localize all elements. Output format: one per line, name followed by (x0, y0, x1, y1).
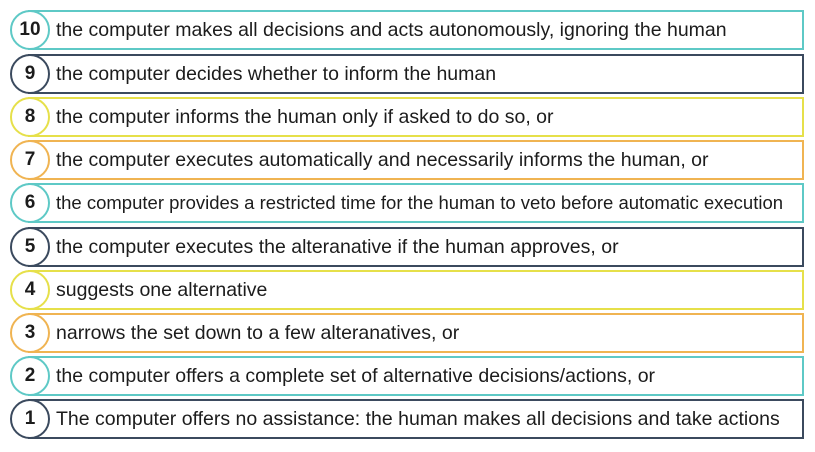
level-number-badge: 7 (10, 140, 50, 180)
level-text: the computer provides a restricted time … (56, 192, 784, 213)
level-bar (28, 313, 804, 353)
level-text: narrows the set down to a few alteranati… (56, 321, 460, 344)
level-row-7: the computer executes automatically and … (10, 140, 804, 180)
level-text: the computer makes all decisions and act… (56, 18, 727, 41)
level-text: the computer executes the alteranative i… (56, 235, 619, 258)
level-number-badge: 3 (10, 313, 50, 353)
level-number-badge: 9 (10, 54, 50, 94)
level-number-badge: 1 (10, 399, 50, 439)
level-row-5: the computer executes the alteranative i… (10, 227, 804, 267)
level-text: The computer offers no assistance: the h… (56, 407, 780, 430)
level-bar (28, 140, 804, 180)
level-row-9: the computer decides whether to inform t… (10, 54, 804, 94)
level-text: the computer informs the human only if a… (56, 105, 554, 128)
level-text: suggests one alternative (56, 278, 268, 301)
level-number-badge: 6 (10, 183, 50, 223)
level-bar (28, 97, 804, 137)
level-text: the computer executes automatically and … (56, 148, 709, 171)
level-number-badge: 10 (10, 10, 50, 50)
level-row-4: suggests one alternative 4 (10, 270, 804, 310)
level-number-badge: 2 (10, 356, 50, 396)
level-bar (28, 270, 804, 310)
level-row-3: narrows the set down to a few alteranati… (10, 313, 804, 353)
level-row-1: The computer offers no assistance: the h… (10, 399, 804, 439)
level-row-8: the computer informs the human only if a… (10, 97, 804, 137)
level-number-badge: 5 (10, 227, 50, 267)
level-bar (28, 54, 804, 94)
level-bar (28, 399, 804, 439)
level-bar (28, 227, 804, 267)
level-bar (28, 10, 804, 50)
level-bar (28, 183, 804, 223)
level-row-2: the computer offers a complete set of al… (10, 356, 804, 396)
level-number-badge: 8 (10, 97, 50, 137)
level-number-badge: 4 (10, 270, 50, 310)
level-row-6: the computer provides a restricted time … (10, 183, 804, 223)
level-text: the computer offers a complete set of al… (56, 364, 656, 387)
level-row-10: the computer makes all decisions and act… (10, 10, 804, 50)
level-text: the computer decides whether to inform t… (56, 62, 497, 85)
